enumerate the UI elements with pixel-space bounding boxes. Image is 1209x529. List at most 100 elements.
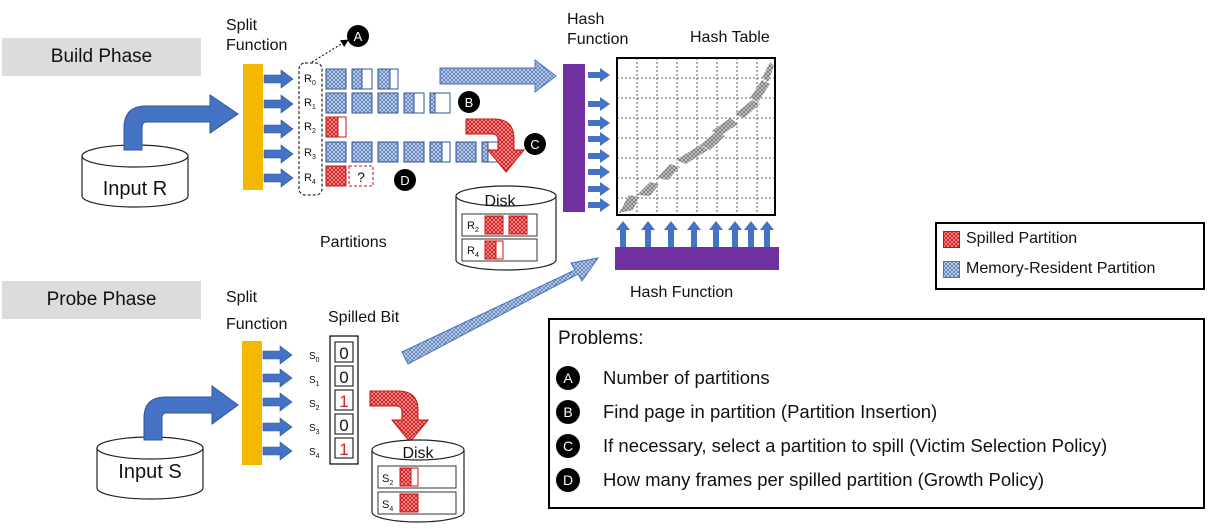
bit-s2: 1: [339, 392, 348, 411]
svg-text:S4: S4: [309, 447, 320, 460]
r3-frame-6: [455, 141, 477, 163]
r3-frame-3: [377, 141, 399, 163]
marker-d: D: [394, 169, 416, 191]
build-split-function-label: Split Function: [226, 17, 287, 54]
input-s-curved-arrow: [143, 385, 239, 441]
probe-disk: Disk S2 S4: [371, 439, 465, 523]
probe-split-arrows: [262, 345, 293, 461]
r0-frame-1: [325, 68, 347, 90]
bit-s4: 1: [339, 440, 348, 459]
input-r-cylinder: Input R: [81, 144, 189, 208]
svg-text:R0: R0: [304, 73, 316, 87]
probe-split-function-label: Split Function: [226, 289, 287, 333]
legend-memory-resident: Memory-Resident Partition: [943, 260, 1155, 278]
svg-text:S1: S1: [309, 375, 320, 388]
svg-text:R1: R1: [304, 97, 316, 111]
spilled-bit-vector: 0 0 1 0 1: [329, 335, 359, 465]
r1-frame-1: [325, 92, 347, 114]
build-phase-text: Build Phase: [50, 46, 153, 67]
hash-table: [616, 57, 776, 216]
problem-d-badge: D: [556, 468, 580, 492]
marker-b: B: [458, 91, 480, 113]
svg-text:S3: S3: [309, 423, 320, 436]
build-split-arrows: [263, 69, 294, 188]
r3-frame-1: [325, 141, 347, 163]
probe-phase-label: Probe Phase: [2, 281, 201, 319]
probe-phase-text: Probe Phase: [46, 289, 157, 310]
problem-c: C If necessary, select a partition to sp…: [556, 434, 1107, 458]
partitions-label: Partitions: [320, 234, 387, 251]
r3-frame-2: [351, 141, 373, 163]
r3-frame-5-fill: [429, 141, 443, 163]
spilled-swatch: [943, 230, 960, 248]
problem-b-text: Find page in partition (Partition Insert…: [603, 401, 938, 422]
input-r-curved-arrow: [123, 94, 239, 151]
r4-unknown-frame-label: ?: [357, 169, 365, 185]
probe-disk-label: Disk: [402, 445, 434, 462]
input-s-cylinder: Input S: [96, 436, 204, 500]
svg-text:R3: R3: [304, 147, 316, 161]
hash-function-label: Hash Function: [567, 11, 628, 48]
memory-resident-swatch: [943, 260, 960, 278]
r3-frame-7-fill: [481, 141, 489, 163]
r0-frame-3-fill: [377, 68, 391, 90]
r4-frame-unknown: [348, 165, 374, 187]
bottom-hash-function-label: Hash Function: [630, 284, 733, 301]
problem-b: B Find page in partition (Partition Inse…: [556, 400, 937, 424]
svg-text:C: C: [530, 137, 539, 152]
spilled-bit-label: Spilled Bit: [328, 309, 400, 326]
build-to-hash-arrow: [439, 58, 557, 94]
svg-text:R2: R2: [467, 220, 479, 234]
r0-frame-2-fill: [351, 68, 363, 90]
marker-a-pointer: [311, 39, 349, 63]
legend-spilled: Spilled Partition: [943, 230, 1077, 248]
build-disk: Disk R2 R4: [455, 185, 557, 271]
hash-function-up-arrows: [616, 221, 774, 247]
svg-text:S0: S0: [309, 351, 320, 364]
build-disk-label: Disk: [484, 193, 516, 210]
r1-frame-3: [377, 92, 399, 114]
problem-a-badge: A: [556, 366, 580, 390]
build-spill-arrow: [465, 118, 526, 173]
problem-d-text: How many frames per spilled partition (G…: [603, 469, 1045, 490]
bit-s3: 0: [339, 416, 348, 435]
problem-b-badge: B: [556, 400, 580, 424]
marker-c: C: [524, 133, 546, 155]
build-split-function-bar: [243, 64, 263, 190]
r1-frame-2: [351, 92, 373, 114]
build-partition-labels: R0 R1 R2 R3 R4: [304, 73, 316, 186]
probe-spill-arrow: [369, 390, 430, 443]
build-partition-frames: [325, 68, 503, 187]
hash-function-bar: [563, 64, 585, 212]
r2-frame-1-fill: [325, 116, 339, 138]
problem-d: D How many frames per spilled partition …: [556, 468, 1044, 492]
hash-table-diagonal: [619, 62, 774, 213]
problems-box: Problems: A Number of partitions B Find …: [548, 318, 1205, 509]
svg-text:R2: R2: [304, 121, 316, 135]
hash-function-arrows: [588, 68, 610, 212]
svg-text:S2: S2: [382, 473, 393, 487]
probe-partition-labels: S0 S1 S2 S3 S4: [309, 351, 320, 460]
svg-text:A: A: [354, 29, 363, 44]
r4-frame-1: [325, 165, 347, 187]
problem-a-text: Number of partitions: [603, 367, 770, 388]
legend-spilled-label: Spilled Partition: [966, 230, 1078, 247]
svg-text:S2: S2: [309, 399, 320, 412]
svg-text:R4: R4: [467, 245, 479, 259]
r3-frame-4: [403, 141, 425, 163]
problem-c-text: If necessary, select a partition to spil…: [603, 435, 1108, 456]
problem-c-badge: C: [556, 434, 580, 458]
svg-text:B: B: [465, 95, 474, 110]
problems-title: Problems:: [558, 328, 644, 349]
svg-text:S4: S4: [382, 499, 393, 513]
problem-a: A Number of partitions: [556, 366, 770, 390]
hash-table-label: Hash Table: [690, 29, 770, 46]
legend-memory-resident-label: Memory-Resident Partition: [966, 260, 1156, 277]
legend: Spilled Partition Memory-Resident Partit…: [935, 222, 1205, 290]
svg-text:D: D: [400, 173, 409, 188]
build-partition-list: [298, 62, 323, 196]
svg-text:R4: R4: [304, 172, 316, 186]
probe-split-function-bar: [242, 341, 262, 465]
build-phase-label: Build Phase: [2, 38, 201, 76]
